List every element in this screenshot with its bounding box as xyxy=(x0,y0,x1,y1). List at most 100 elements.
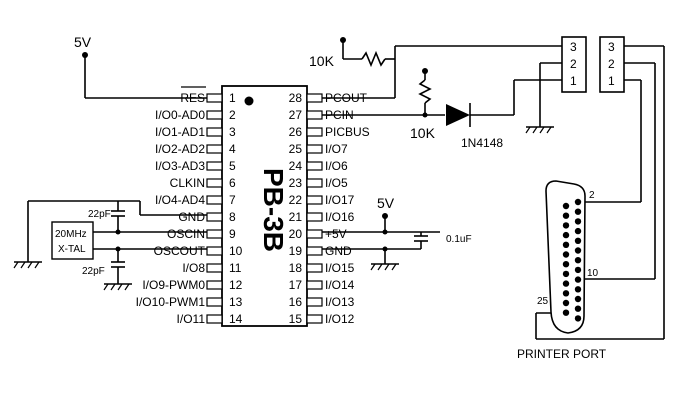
db25-pin xyxy=(562,280,570,287)
pin-number: 24 xyxy=(289,159,303,173)
vcc-left-label: 5V xyxy=(74,34,92,50)
crystal-box xyxy=(51,221,94,260)
vcc-right-wiring xyxy=(322,213,440,264)
pin-label: OSCIN xyxy=(167,227,205,241)
conn-left-pin3: 3 xyxy=(570,40,577,54)
pin-number: 21 xyxy=(289,210,303,224)
pin-number: 18 xyxy=(289,261,303,275)
pin-number: 1 xyxy=(229,91,236,105)
db25-pin xyxy=(574,208,582,215)
pin-12: I/O9-PWM0 12 xyxy=(142,278,242,292)
pin-number: 12 xyxy=(229,278,243,292)
pc-wiring xyxy=(322,37,562,127)
db25-pin xyxy=(562,231,570,239)
printer-port-label: PRINTER PORT xyxy=(517,347,607,361)
pin-number: 22 xyxy=(289,193,303,207)
pin-label: I/O3-AD3 xyxy=(155,159,205,173)
diode-label: 1N4148 xyxy=(461,136,503,150)
pin-label: I/O17 xyxy=(325,193,355,207)
pin-number: 20 xyxy=(289,227,303,241)
cap-bottom-label: 22pF xyxy=(82,266,105,277)
db25-pin xyxy=(562,261,570,268)
pin-number: 11 xyxy=(229,261,242,275)
pin-label: I/O4-AD4 xyxy=(155,193,205,207)
cap-decoupling-label: 0.1uF xyxy=(446,234,472,245)
pin1-dot xyxy=(244,96,254,106)
pin-15: 15 I/O12 xyxy=(289,312,355,326)
crystal-label-2: X-TAL xyxy=(58,244,86,255)
db25-pin10-label: 10 xyxy=(587,268,599,279)
db25-pin xyxy=(574,218,582,225)
pin-label: I/O2-AD2 xyxy=(155,142,205,156)
pin-number: 5 xyxy=(229,159,236,173)
pin-label: I/O9-PWM0 xyxy=(142,278,205,292)
db25-pin xyxy=(562,251,570,258)
db25-pin xyxy=(574,266,582,274)
pin-label: GND xyxy=(178,210,205,224)
db25-pin xyxy=(574,198,582,206)
db25-pin xyxy=(574,257,582,264)
pin-label: I/O6 xyxy=(325,159,348,173)
pin-21: 21 I/O16 xyxy=(289,210,355,224)
pin-label: +5V xyxy=(325,227,347,241)
pin-number: 8 xyxy=(229,210,236,224)
pin-label: CLKIN xyxy=(170,176,205,190)
db25-pin xyxy=(574,315,582,322)
db25-pin xyxy=(574,237,582,244)
db25-pin xyxy=(562,222,570,229)
pin-number: 6 xyxy=(229,176,236,190)
pin-24: 24 I/O6 xyxy=(289,159,348,173)
chip-body xyxy=(221,85,308,327)
pin-5: I/O3-AD3 5 xyxy=(155,159,236,173)
db25-pin xyxy=(574,247,582,254)
db25-pin xyxy=(562,241,570,248)
connector-left xyxy=(561,36,587,93)
db25-pin xyxy=(562,202,570,210)
pin-number: 26 xyxy=(289,125,303,139)
pin-label: I/O13 xyxy=(325,295,355,309)
pin-number: 27 xyxy=(289,108,303,122)
db25-pin xyxy=(562,290,570,297)
crystal-label-1: 20MHz xyxy=(55,229,87,240)
pin-label: PICBUS xyxy=(325,125,370,139)
db25-pin xyxy=(574,295,582,303)
db25-pin xyxy=(574,286,582,293)
connector-right xyxy=(599,36,625,93)
pin-number: 25 xyxy=(289,142,303,156)
pin-label: I/O10-PWM1 xyxy=(136,295,206,309)
pin-number: 16 xyxy=(289,295,303,309)
pin-label: GND xyxy=(325,244,352,258)
pin-label: I/O16 xyxy=(325,210,355,224)
pin-label: I/O12 xyxy=(325,312,355,326)
db25-pin xyxy=(574,276,582,283)
conn-left-pin1: 1 xyxy=(570,74,577,88)
pin-number: 4 xyxy=(229,142,236,156)
db25-pin25-label: 25 xyxy=(537,296,549,307)
oscillator-wiring xyxy=(27,200,207,284)
pin-label: I/O11 xyxy=(177,312,206,326)
pin-8: GND 8 xyxy=(178,210,236,224)
pin-number: 3 xyxy=(229,125,236,139)
pin-label: OSCOUT xyxy=(154,244,206,258)
r1-label: 10K xyxy=(309,53,335,69)
ground-symbol-left xyxy=(13,261,42,269)
pin-16: 16 I/O13 xyxy=(289,295,355,309)
pin-number: 15 xyxy=(289,312,303,326)
pin-number: 2 xyxy=(229,108,236,122)
pin-label: I/O7 xyxy=(325,142,348,156)
db25-pins xyxy=(562,198,582,322)
pin-25: 25 I/O7 xyxy=(289,142,348,156)
pin-label: I/O14 xyxy=(325,278,355,292)
chip-name: PB-3B xyxy=(258,168,289,252)
